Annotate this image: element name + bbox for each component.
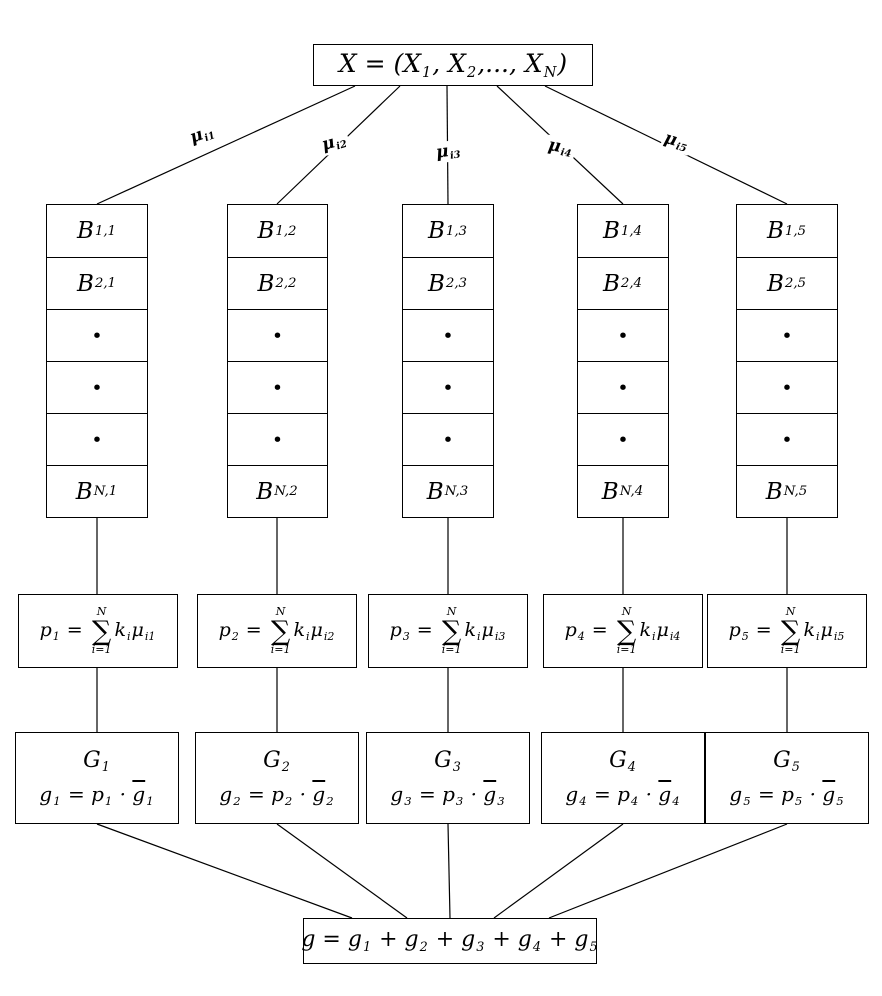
edge-g-1-to-sum [96, 823, 353, 919]
dots-cell: • [228, 413, 327, 465]
dots-cell: • [228, 309, 327, 361]
g-box-5: G5 g5 = p5 · g5 [705, 732, 869, 824]
dots-cell: • [403, 413, 493, 465]
total-sum-formula: g = g1 + g2 + g3 + g4 + g5 [301, 927, 598, 955]
edge-g-5-to-sum [548, 823, 788, 919]
input-vector-box: X = (X1, X2,..., XN) [313, 44, 593, 86]
g-box-title-3: G3 [434, 747, 461, 776]
dots-cell: • [737, 309, 837, 361]
total-sum-box: g = g1 + g2 + g3 + g4 + g5 [301, 918, 598, 964]
mu-edge-label-3: μi3 [432, 139, 465, 165]
dots-cell: • [737, 361, 837, 413]
edge-g-3-to-sum [447, 823, 451, 919]
g-box-formula-2: g2 = p2 · g2 [219, 782, 334, 809]
dots-cell: • [578, 309, 668, 361]
dots-cell: • [578, 413, 668, 465]
edge-g-2-to-sum [276, 823, 408, 919]
dots-cell: • [47, 309, 147, 361]
dots-cell: • [403, 361, 493, 413]
dots-cell: • [578, 361, 668, 413]
dots-cell: • [228, 361, 327, 413]
g-box-2: G2 g2 = p2 · g2 [195, 732, 359, 824]
g-box-formula-3: g3 = p3 · g3 [390, 782, 505, 809]
edge-top-to-column-1 [96, 85, 356, 205]
edge-g-4-to-sum [493, 823, 624, 919]
dots-cell: • [403, 309, 493, 361]
g-box-formula-5: g5 = p5 · g5 [729, 782, 844, 809]
g-box-formula-4: g4 = p4 · g4 [565, 782, 680, 809]
dots-cell: • [47, 413, 147, 465]
g-box-title-1: G1 [83, 747, 110, 776]
g-box-title-4: G4 [609, 747, 636, 776]
g-box-4: G4 g4 = p4 · g4 [541, 732, 705, 824]
g-box-formula-1: g1 = p1 · g1 [39, 782, 154, 809]
g-box-1: G1 g1 = p1 · g1 [15, 732, 179, 824]
dots-cell: • [47, 361, 147, 413]
g-box-title-5: G5 [773, 747, 800, 776]
dots-cell: • [737, 413, 837, 465]
g-box-title-2: G2 [263, 747, 290, 776]
input-vector-formula: X = (X1, X2,..., XN) [338, 48, 568, 82]
g-box-3: G3 g3 = p3 · g3 [366, 732, 530, 824]
